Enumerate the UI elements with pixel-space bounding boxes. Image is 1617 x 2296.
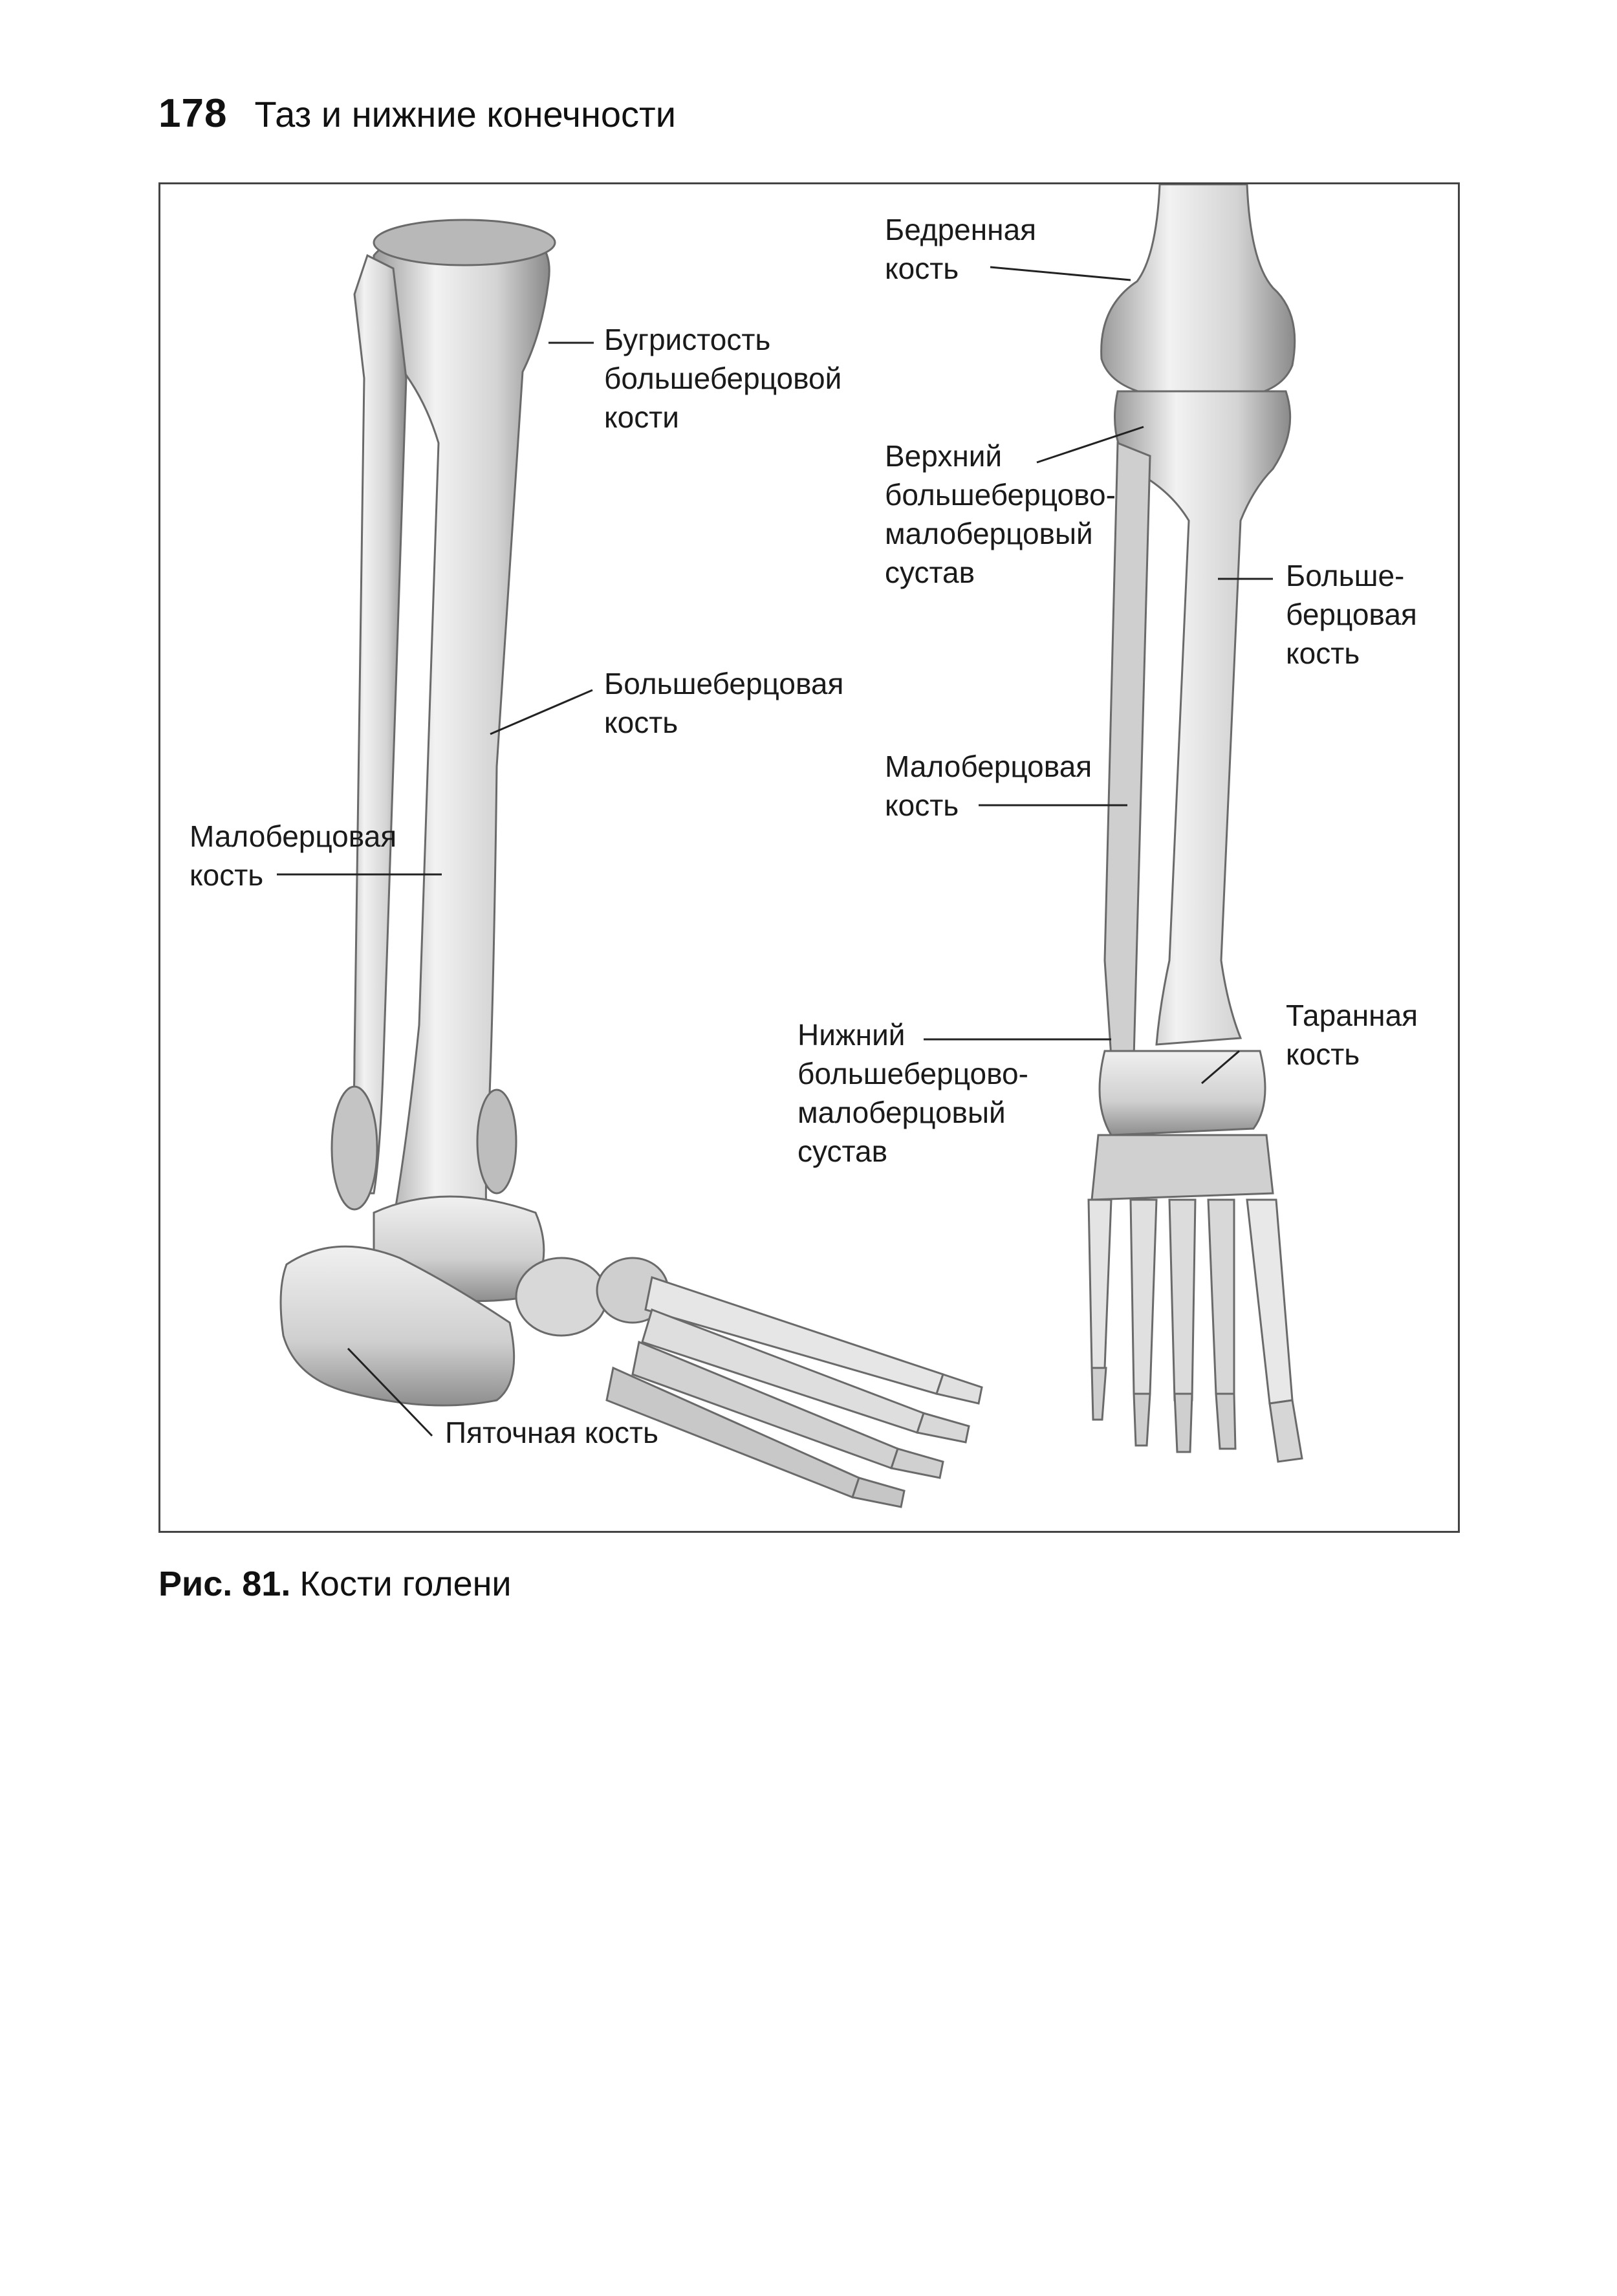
leader-femur	[990, 266, 1131, 281]
femur-anterior	[1100, 184, 1296, 399]
lateral-leg-bones	[279, 219, 983, 1508]
leader-tibia-left	[490, 689, 593, 735]
caption-text: Кости голени	[299, 1565, 512, 1603]
label-talus: Таранная кость	[1286, 999, 1418, 1071]
figure-frame: Бугристость большеберцовой кости Большеб…	[158, 182, 1460, 1533]
leader-lines	[277, 266, 1273, 1437]
page-number: 178	[158, 91, 228, 136]
label-femur: Бедренная кость	[885, 213, 1037, 285]
leader-talus	[1201, 1050, 1240, 1085]
label-inferior-tibiofibular-joint: Нижний большеберцово- малоберцовый суста…	[798, 1018, 1028, 1168]
label-tibia-left: Большеберцовая кость	[604, 667, 844, 739]
figure-caption: Рис. 81.Кости голени	[158, 1564, 512, 1604]
label-fibula-right: Малоберцовая кость	[885, 750, 1092, 822]
caption-number: Рис. 81.	[158, 1565, 291, 1603]
leader-calcaneus	[347, 1347, 433, 1437]
anterior-leg-bones	[1087, 184, 1303, 1463]
label-superior-tibiofibular-joint: Верхний большеберцово- малоберцовый суст…	[885, 439, 1116, 589]
label-calcaneus: Пяточная кость	[445, 1416, 658, 1449]
page-header: 178 Таз и нижние конечности	[158, 91, 676, 149]
chapter-title: Таз и нижние конечности	[254, 94, 676, 135]
fibula-lateral	[340, 254, 407, 1195]
leg-bones-illustration	[277, 184, 1303, 1508]
label-fibula-left: Малоберцовая кость	[190, 819, 397, 892]
label-tibial-tuberosity: Бугристость большеберцовой кости	[604, 323, 842, 434]
leader-superior-joint	[1036, 426, 1144, 464]
calcaneus-lateral	[279, 1245, 515, 1407]
label-tibia-right: Больше- берцовая кость	[1286, 559, 1417, 670]
talus-anterior	[1098, 1050, 1266, 1136]
